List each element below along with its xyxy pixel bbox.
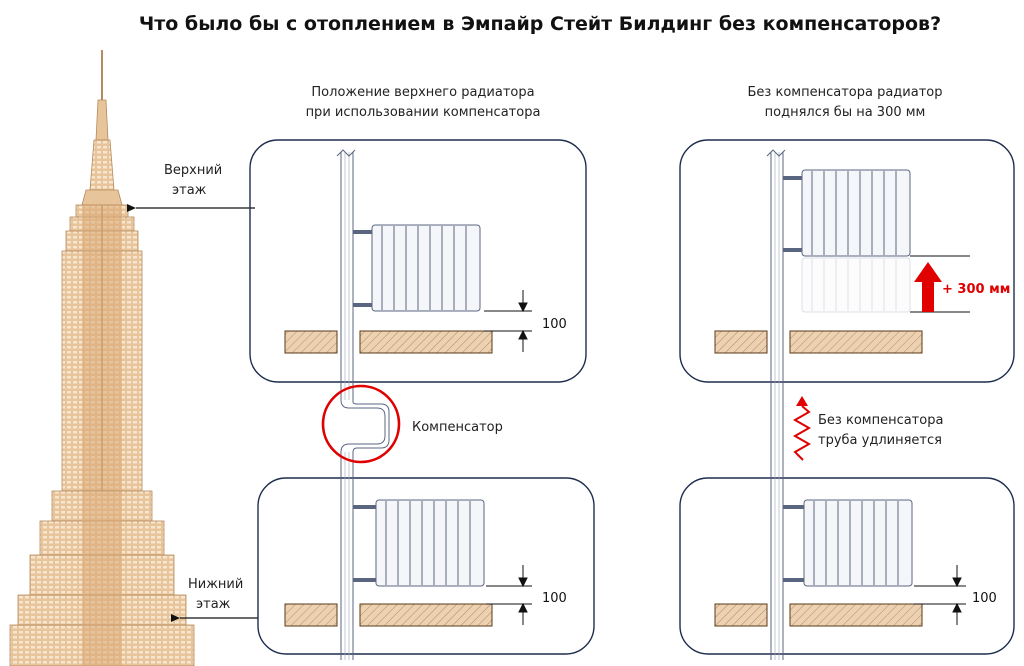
right-upper-slab-a xyxy=(714,330,768,354)
left-upper-slab-a xyxy=(284,330,338,354)
left-upper-dimension-label: 100 xyxy=(542,317,567,332)
left-caption-1: Положение верхнего радиатора xyxy=(311,85,534,100)
page-title: Что было бы с отоплением в Эмпайр Стейт … xyxy=(139,13,941,35)
upper-floor-label-2: этаж xyxy=(172,183,207,198)
left-lower-dimension-label: 100 xyxy=(542,591,567,606)
upper-floor-label: Верхний xyxy=(164,163,222,178)
right-lower-floor-box xyxy=(679,477,1015,655)
left-caption-2: при использовании компенсатора xyxy=(306,105,541,120)
pipe-elongation-arrow xyxy=(792,396,812,461)
left-riser-pipe xyxy=(336,149,390,660)
right-original-radiator-ghost xyxy=(801,257,911,313)
left-lower-dimension xyxy=(486,565,532,625)
right-lower-dimension xyxy=(914,565,966,625)
right-lower-dimension-label: 100 xyxy=(972,591,997,606)
lower-floor-label-2: этаж xyxy=(196,597,231,612)
right-raised-radiator xyxy=(783,169,911,257)
compensator-highlight xyxy=(321,384,401,464)
right-lower-radiator xyxy=(783,499,913,587)
empire-state-building xyxy=(9,50,195,666)
left-lower-radiator xyxy=(353,499,485,587)
left-upper-slab-b xyxy=(359,330,493,354)
compensator-label: Компенсатор xyxy=(412,420,503,435)
right-lower-slab-a xyxy=(714,603,768,627)
pipe-note-2: труба удлиняется xyxy=(818,433,942,448)
left-lower-slab-a xyxy=(284,603,338,627)
left-upper-dimension xyxy=(484,290,532,352)
left-upper-radiator xyxy=(353,224,481,312)
left-lower-floor-box xyxy=(257,477,595,655)
left-upper-floor-box xyxy=(249,139,587,383)
right-upper-slab-b xyxy=(789,330,923,354)
lower-floor-label: Нижний xyxy=(188,577,243,592)
rise-label: + 300 мм xyxy=(942,282,1010,297)
right-riser-pipe xyxy=(766,149,786,660)
right-caption-2: поднялся бы на 300 мм xyxy=(765,105,926,120)
left-lower-slab-b xyxy=(359,603,493,627)
rise-arrow xyxy=(914,262,942,312)
right-caption-1: Без компенсатора радиатор xyxy=(748,85,943,100)
right-lower-slab-b xyxy=(789,603,923,627)
pipe-note-1: Без компенсатора xyxy=(818,413,943,428)
right-upper-floor-box xyxy=(679,139,1015,383)
